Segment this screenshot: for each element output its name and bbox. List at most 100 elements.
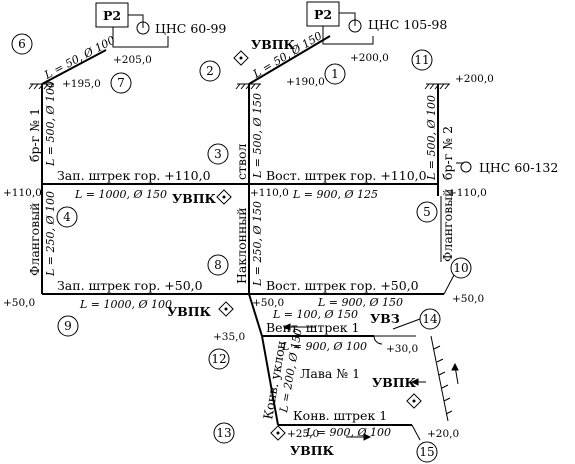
- node-8: 8: [207, 254, 229, 276]
- svg-text:+50,0: +50,0: [452, 293, 484, 305]
- svg-text:+30,0: +30,0: [386, 343, 418, 355]
- uvz-label: УВЗ: [370, 311, 400, 326]
- svg-text:4: 4: [63, 210, 71, 224]
- node-6: 6: [11, 33, 33, 55]
- svg-text:13: 13: [216, 426, 231, 440]
- svg-text:+200,0: +200,0: [455, 73, 494, 85]
- svg-text:14: 14: [422, 312, 438, 326]
- pump-1-label: ЦНС 60-99: [155, 21, 226, 36]
- svg-text:8: 8: [214, 258, 222, 272]
- svg-text:L = 900, Ø 100: L = 900, Ø 100: [305, 426, 391, 439]
- pump-2-box-label: Р2: [314, 7, 332, 22]
- svg-text:6: 6: [18, 37, 26, 51]
- uvpk-label: УВПК: [172, 191, 217, 206]
- svg-text:L = 1000, Ø 100: L = 1000, Ø 100: [79, 298, 172, 311]
- svg-text:Вост. штрек гор. +110,0: Вост. штрек гор. +110,0: [266, 168, 427, 183]
- elevation-labels: +195,0 +205,0 +190,0 +200,0 +200,0 +110,…: [3, 52, 494, 440]
- uvpk-label: УВПК: [251, 37, 296, 52]
- svg-text:L = 500, Ø 100: L = 500, Ø 100: [425, 95, 438, 181]
- pump-station-3: ЦНС 60-132: [456, 160, 558, 175]
- svg-text:12: 12: [211, 352, 226, 366]
- svg-text:Вост. штрек гор. +50,0: Вост. штрек гор. +50,0: [266, 278, 419, 293]
- uvpk-label: УВПК: [290, 443, 335, 458]
- svg-text:+25,0: +25,0: [287, 428, 319, 440]
- node-5: 5: [416, 201, 438, 223]
- svg-text:7: 7: [117, 76, 125, 90]
- node-10: 10: [450, 257, 472, 279]
- node-1: 1: [324, 63, 346, 85]
- svg-text:бр-г № 2: бр-г № 2: [440, 126, 455, 180]
- svg-text:Зап. штрек гор. +50,0: Зап. штрек гор. +50,0: [57, 278, 203, 293]
- svg-text:1: 1: [331, 67, 339, 81]
- pump-station-2: Р2 ЦНС 105-98: [306, 1, 447, 45]
- svg-text:+190,0: +190,0: [286, 76, 325, 88]
- svg-text:+195,0: +195,0: [62, 78, 101, 90]
- nodes: 1 2 3 4 5 6 7 8 9 10 11 12 13 14 15: [11, 33, 472, 463]
- svg-text:Зап. штрек гор. +110,0: Зап. штрек гор. +110,0: [57, 168, 211, 183]
- svg-text:L = 50, Ø 100: L = 50, Ø 100: [41, 34, 117, 83]
- pump-3-label: ЦНС 60-132: [479, 160, 558, 175]
- svg-text:11: 11: [414, 53, 429, 67]
- svg-text:+50,0: +50,0: [252, 297, 284, 309]
- uvpk-valve-icon: [270, 425, 286, 441]
- svg-text:Наклонный: Наклонный: [234, 207, 249, 284]
- node-13: 13: [213, 422, 235, 444]
- node-11: 11: [411, 49, 433, 71]
- pump-2-symbol-icon: [348, 19, 362, 33]
- uvpk-valve-icon: [233, 50, 249, 66]
- svg-text:Лава № 1: Лава № 1: [300, 366, 360, 381]
- svg-text:Фланговый: Фланговый: [27, 203, 42, 277]
- svg-text:3: 3: [214, 147, 222, 161]
- node-14: 14: [419, 308, 441, 330]
- svg-text:L = 900, Ø 150: L = 900, Ø 150: [317, 296, 403, 309]
- svg-text:9: 9: [64, 319, 72, 333]
- svg-text:10: 10: [453, 261, 468, 275]
- svg-text:+110,0: +110,0: [3, 187, 42, 199]
- flow-arrows: [282, 323, 459, 441]
- pump-2-label: ЦНС 105-98: [368, 17, 447, 32]
- uvpk-valves: [216, 50, 422, 441]
- svg-text:5: 5: [423, 205, 431, 219]
- uvpk-label: УВПК: [167, 304, 212, 319]
- svg-text:+35,0: +35,0: [213, 331, 245, 343]
- svg-text:+50,0: +50,0: [3, 297, 35, 309]
- uvpk-valve-icon: [216, 189, 232, 205]
- svg-text:L = 100, Ø 150: L = 100, Ø 150: [272, 308, 358, 321]
- pipeline-network: [41, 35, 455, 441]
- svg-text:Вент. штрек 1: Вент. штрек 1: [266, 320, 359, 335]
- svg-text:L = 1000, Ø 150: L = 1000, Ø 150: [74, 188, 167, 201]
- svg-text:L = 500, Ø 150: L = 500, Ø 150: [251, 93, 264, 179]
- node-4: 4: [56, 206, 78, 228]
- svg-text:+110,0: +110,0: [250, 187, 289, 199]
- svg-text:Конв. штрек 1: Конв. штрек 1: [293, 408, 387, 423]
- svg-text:15: 15: [419, 445, 434, 459]
- node-9: 9: [57, 315, 79, 337]
- pump-station-1: Р2 ЦНС 60-99: [95, 2, 226, 48]
- svg-text:ствол: ствол: [234, 144, 249, 180]
- svg-text:2: 2: [206, 64, 214, 78]
- svg-text:+110,0: +110,0: [448, 187, 487, 199]
- svg-text:L = 900, Ø 100: L = 900, Ø 100: [281, 340, 367, 353]
- node-7: 7: [110, 72, 132, 94]
- pump-3-symbol-icon: [460, 161, 472, 173]
- node-12: 12: [208, 348, 230, 370]
- node-15: 15: [416, 441, 438, 463]
- svg-text:L = 500, Ø 100: L = 500, Ø 100: [44, 81, 57, 167]
- svg-text:+205,0: +205,0: [113, 54, 152, 66]
- pump-1-symbol-icon: [136, 21, 150, 35]
- surface-marks: [28, 83, 450, 90]
- uvpk-label: УВПК: [372, 375, 417, 390]
- uvpk-valve-icon: [218, 301, 234, 317]
- svg-text:+200,0: +200,0: [350, 52, 389, 64]
- svg-text:Фланговый: Фланговый: [440, 189, 455, 263]
- uvpk-valve-icon: [406, 393, 422, 409]
- svg-text:L = 250, Ø 150: L = 250, Ø 150: [251, 201, 264, 287]
- node-2: 2: [199, 60, 221, 82]
- svg-text:+20,0: +20,0: [427, 428, 459, 440]
- svg-text:бр-г № 1: бр-г № 1: [27, 108, 42, 162]
- svg-text:L = 900, Ø 125: L = 900, Ø 125: [292, 188, 378, 201]
- pump-1-box-label: Р2: [103, 8, 121, 23]
- node-3: 3: [207, 143, 229, 165]
- svg-text:L = 250, Ø 100: L = 250, Ø 100: [44, 191, 57, 277]
